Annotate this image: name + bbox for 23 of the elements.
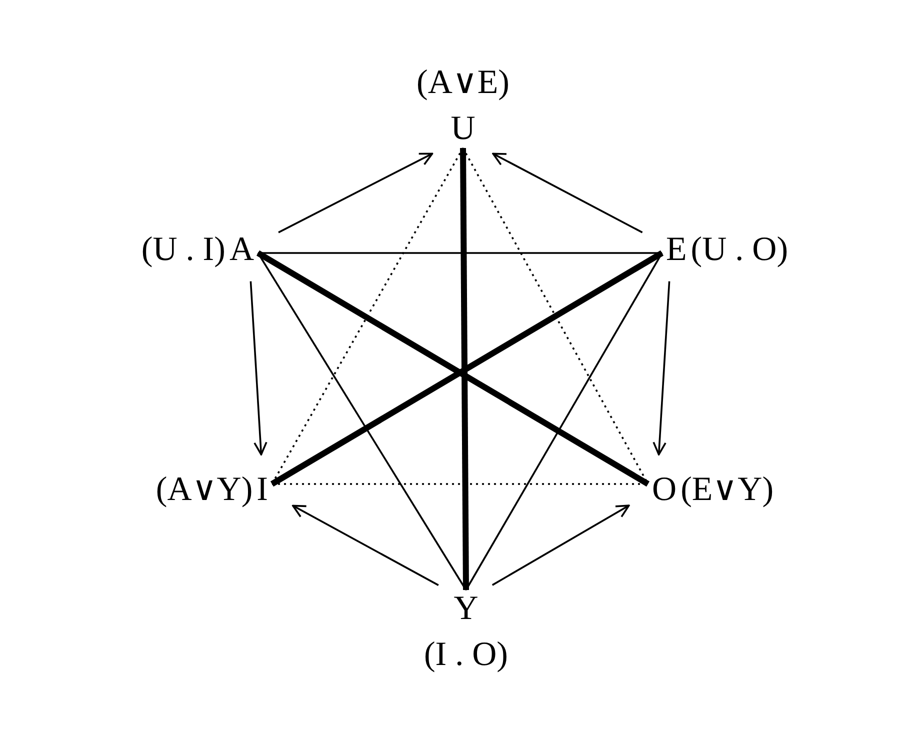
connector-line	[465, 252, 663, 590]
vertex-formula: (I . O)	[424, 638, 508, 672]
vertex-formula: (A∨Y)	[156, 473, 253, 507]
connector-line	[258, 252, 662, 254]
connector-line	[460, 148, 469, 590]
vertex-formula: (U . O)	[690, 233, 788, 267]
arrow	[652, 281, 670, 456]
vertex-letter: U	[450, 112, 476, 146]
vertex-letter: Y	[454, 592, 478, 626]
arrow	[278, 152, 434, 234]
vertex-formula: (E∨Y)	[680, 473, 774, 507]
vertex-letter: A	[229, 233, 254, 267]
vertex-letter: O	[652, 473, 677, 507]
arrow	[492, 504, 630, 586]
vertex-formula: (U . I)	[141, 233, 226, 267]
vertex-formula: (A∨E)	[416, 66, 510, 100]
connector-line	[257, 252, 467, 590]
vertex-letter: E	[666, 233, 687, 267]
arrow	[492, 152, 643, 234]
arrow	[292, 504, 439, 586]
arrow	[250, 281, 268, 456]
vertex-letter: I	[256, 473, 268, 507]
connector-line	[271, 148, 464, 484]
